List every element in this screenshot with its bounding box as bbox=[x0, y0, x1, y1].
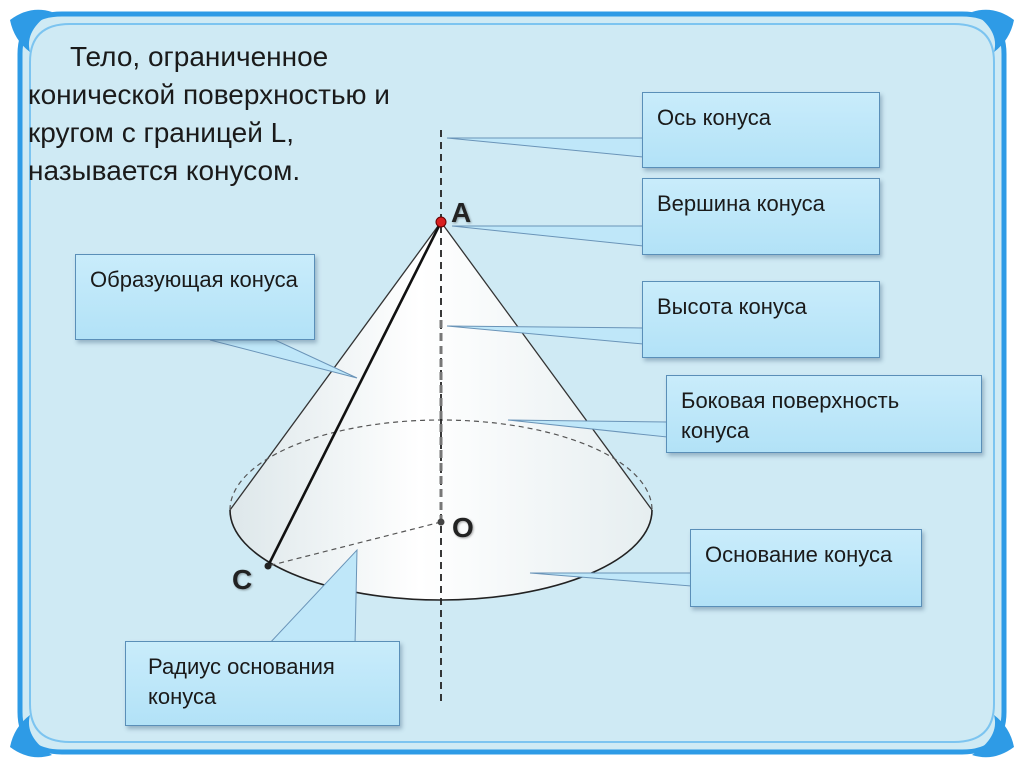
definition-text: Тело, ограниченное конической поверхност… bbox=[28, 41, 390, 186]
callout-axis-label: Ось конуса bbox=[657, 105, 771, 130]
callout-height-label: Высота конуса bbox=[657, 294, 807, 319]
callout-apex: Вершина конуса bbox=[642, 178, 880, 255]
callout-apex-label: Вершина конуса bbox=[657, 191, 825, 216]
cone-left-edge bbox=[229, 221, 442, 511]
center-point bbox=[437, 518, 445, 526]
callout-lateral-surface-label: Боковая поверхность конуса bbox=[681, 388, 900, 443]
pointer-generatrix bbox=[209, 339, 358, 379]
callout-lateral-surface: Боковая поверхность конуса bbox=[666, 375, 982, 453]
generatrix-line bbox=[266, 221, 443, 567]
base-point bbox=[264, 562, 272, 570]
point-label-base-point: C bbox=[232, 564, 253, 595]
point-label-center: O bbox=[452, 512, 474, 543]
callout-generatrix: Образующая конуса bbox=[75, 254, 315, 340]
callout-base-label: Основание конуса bbox=[705, 542, 893, 567]
apex-point bbox=[435, 216, 447, 228]
callout-generatrix-label: Образующая конуса bbox=[90, 267, 298, 292]
callout-height: Высота конуса bbox=[642, 281, 880, 358]
base-radius-line bbox=[267, 521, 442, 567]
point-label-apex: A bbox=[451, 197, 472, 228]
frame-corner-br bbox=[972, 715, 1014, 758]
cone-figure bbox=[229, 130, 653, 705]
cone-right-edge bbox=[440, 221, 653, 511]
callout-axis: Ось конуса bbox=[642, 92, 880, 168]
callout-base: Основание конуса bbox=[690, 529, 922, 607]
frame-corner-tr bbox=[972, 9, 1014, 52]
callout-radius: Радиус основания конуса bbox=[125, 641, 400, 726]
frame-corner-tl bbox=[10, 9, 52, 52]
frame-corner-bl bbox=[10, 715, 52, 758]
callout-radius-label: Радиус основания конуса bbox=[148, 654, 335, 709]
